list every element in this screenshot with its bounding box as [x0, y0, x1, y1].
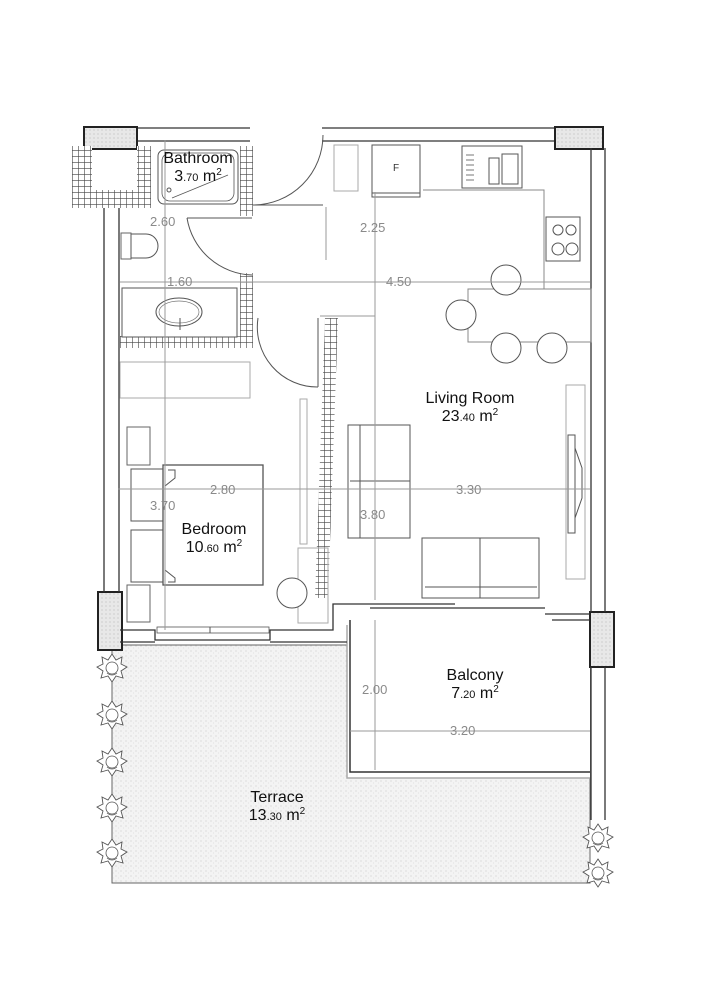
- fridge-label: F: [393, 163, 400, 174]
- tv-cabinet: [565, 384, 586, 580]
- column-mid-left: [97, 591, 123, 651]
- room-label-bedroom: Bedroom 10.60 m2: [166, 521, 262, 557]
- room-area: 13.30 m2: [248, 805, 306, 824]
- room-label-living-room: Living Room 23.40 m2: [400, 390, 540, 426]
- room-name: Bedroom: [181, 521, 247, 538]
- room-label-balcony: Balcony 7.20 m2: [430, 667, 520, 703]
- column-top-left: [83, 126, 138, 150]
- cooktop: [545, 216, 581, 262]
- bathtub: [157, 149, 239, 205]
- room-name: Terrace: [250, 789, 304, 806]
- dim-bathroom-height: 2.60: [150, 214, 176, 229]
- toilet: [120, 232, 132, 260]
- room-area: 7.20 m2: [451, 683, 499, 702]
- kitchen-sink: [461, 145, 523, 189]
- dim-balcony-width: 3.20: [450, 723, 476, 738]
- room-name: Balcony: [446, 667, 504, 684]
- dining-bar: [467, 288, 592, 343]
- room-area: 10.60 m2: [185, 537, 243, 556]
- balcony-area: [347, 610, 590, 778]
- room-name: Bathroom: [163, 150, 233, 167]
- dim-living-width: 3.30: [456, 482, 482, 497]
- room-area: 3.70 m2: [174, 166, 222, 185]
- bed: [162, 464, 264, 586]
- dim-bedroom-height: 3.70: [150, 498, 176, 513]
- room-area: 23.40 m2: [441, 406, 499, 425]
- bar-stool: [536, 332, 568, 364]
- fridge: [371, 144, 421, 198]
- column-top-right: [554, 126, 604, 150]
- bar-stool: [445, 299, 477, 331]
- room-label-bathroom: Bathroom 3.70 m2: [156, 150, 240, 186]
- column-mid-right: [589, 611, 615, 668]
- dim-bathroom-width: 1.60: [167, 274, 193, 289]
- bar-stool: [490, 264, 522, 296]
- room-label-terrace: Terrace 13.30 m2: [232, 789, 322, 825]
- bar-stool: [490, 332, 522, 364]
- dim-living-width-top: 4.50: [386, 274, 412, 289]
- tv: [567, 434, 576, 534]
- room-name: Living Room: [425, 390, 515, 407]
- bedroom-chair: [276, 577, 308, 609]
- dim-kitchen-depth: 2.25: [360, 220, 386, 235]
- dim-bedroom-width: 2.80: [210, 482, 236, 497]
- dim-living-height: 3.80: [360, 507, 386, 522]
- sink: [155, 297, 203, 327]
- dim-balcony-height: 2.00: [362, 682, 388, 697]
